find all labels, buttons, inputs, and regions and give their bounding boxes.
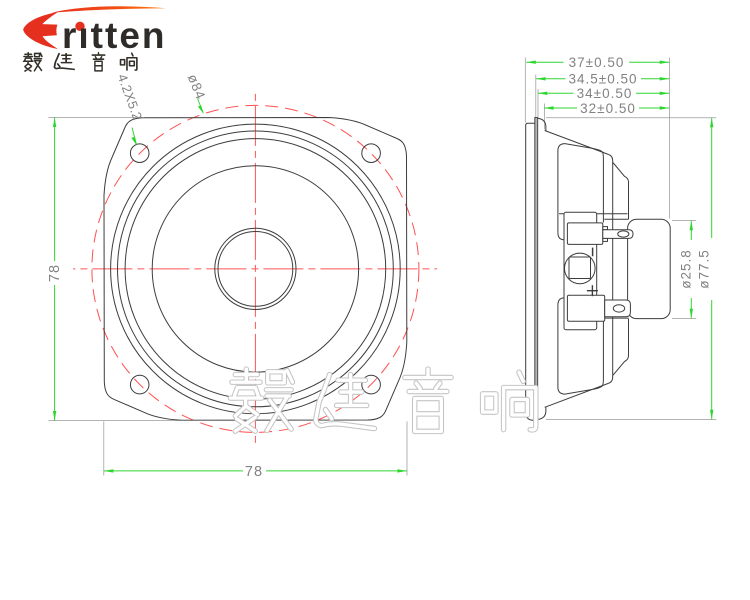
svg-text:rıtten: rıtten [62, 15, 167, 56]
svg-text:37±0.50: 37±0.50 [569, 55, 625, 70]
svg-text:78: 78 [245, 464, 263, 480]
svg-text:34±0.50: 34±0.50 [577, 86, 633, 101]
svg-text:78: 78 [47, 264, 63, 282]
svg-text:32±0.50: 32±0.50 [580, 101, 636, 116]
svg-text:ø77.5: ø77.5 [697, 249, 712, 289]
svg-text:34.5±0.50: 34.5±0.50 [569, 72, 638, 87]
svg-text:ø25.8: ø25.8 [679, 249, 694, 289]
